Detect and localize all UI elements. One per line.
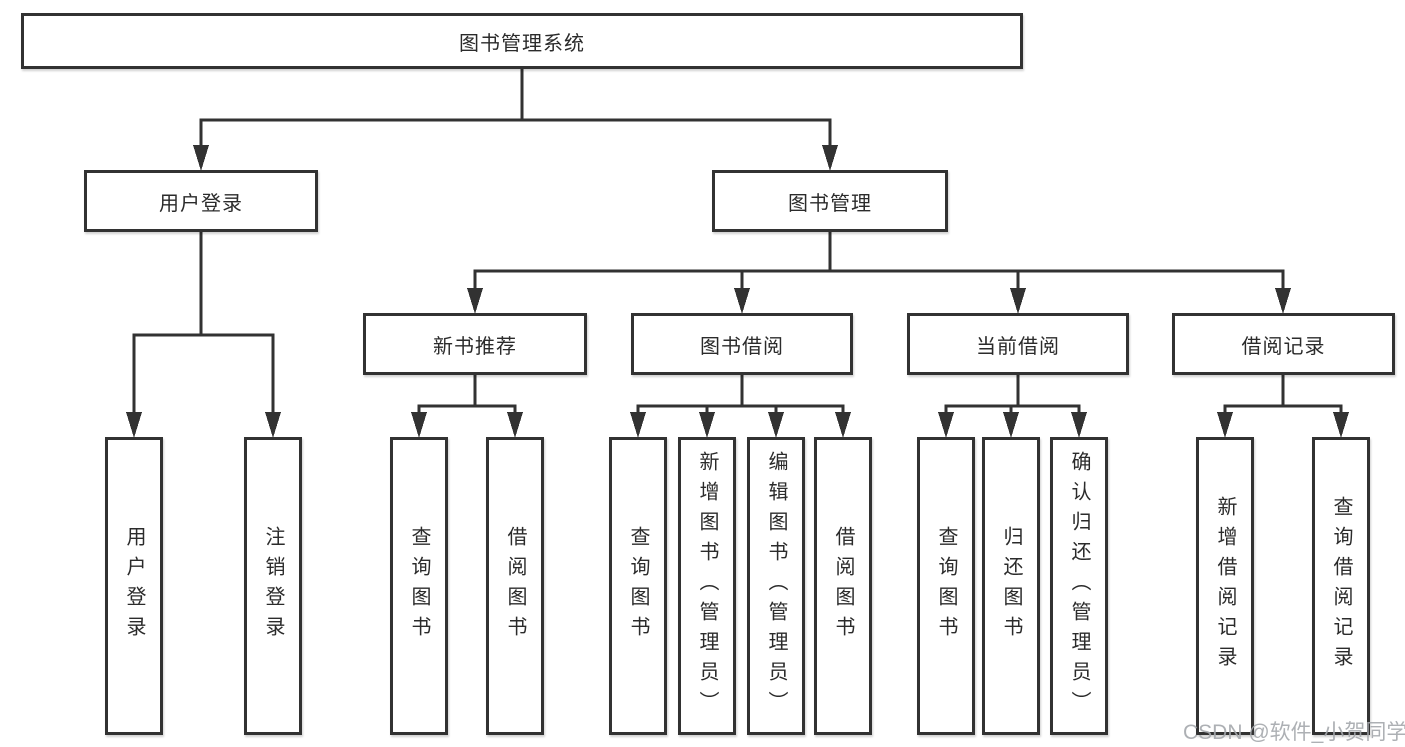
node-add-borrow-record: 新增借阅记录 xyxy=(1196,437,1254,735)
node-label: 用户登录 xyxy=(159,192,243,215)
node-current-borrow: 当前借阅 xyxy=(907,313,1129,375)
arrow-down-icon xyxy=(1275,288,1291,314)
arrow-down-icon xyxy=(938,412,954,438)
node-label: 查询图书 xyxy=(408,526,430,646)
arrow-down-icon xyxy=(822,145,838,171)
arrow-down-icon xyxy=(467,288,483,314)
node-query-book-recommend: 查询图书 xyxy=(390,437,448,735)
node-query-book-borrow: 查询图书 xyxy=(609,437,667,735)
node-label: 图书借阅 xyxy=(700,335,784,358)
node-label: 借阅记录 xyxy=(1241,335,1326,358)
node-label: 查询借阅记录 xyxy=(1330,496,1352,676)
arrow-down-icon xyxy=(835,412,851,438)
node-confirm-return-admin: 确认归还（管理员） xyxy=(1050,437,1108,735)
node-label: 新增图书（管理员） xyxy=(696,451,718,721)
arrow-down-icon xyxy=(699,412,715,438)
arrow-down-icon xyxy=(411,412,427,438)
arrow-down-icon xyxy=(126,412,142,438)
node-user-login: 用户登录 xyxy=(105,437,163,735)
node-edit-book-admin: 编辑图书（管理员） xyxy=(747,437,805,735)
node-label: 查询图书 xyxy=(935,526,957,646)
node-new-book-recommend: 新书推荐 xyxy=(363,313,587,375)
node-label: 图书管理 xyxy=(788,192,872,215)
node-label: 确认归还（管理员） xyxy=(1068,451,1090,721)
node-return-book: 归还图书 xyxy=(982,437,1040,735)
arrow-down-icon xyxy=(768,412,784,438)
csdn-watermark: CSDN @软件_小贺同学 xyxy=(1183,721,1405,744)
node-borrow-book: 借阅图书 xyxy=(814,437,872,735)
arrow-down-icon xyxy=(265,412,281,438)
arrow-down-icon xyxy=(734,288,750,314)
arrow-down-icon xyxy=(1010,288,1026,314)
arrow-down-icon xyxy=(630,412,646,438)
arrow-down-icon xyxy=(507,412,523,438)
arrow-down-icon xyxy=(1003,412,1019,438)
node-label: 当前借阅 xyxy=(976,335,1060,358)
node-label: 编辑图书（管理员） xyxy=(765,451,787,721)
arrow-down-icon xyxy=(1071,412,1087,438)
node-label: 新增借阅记录 xyxy=(1214,496,1236,676)
node-borrow-record: 借阅记录 xyxy=(1172,313,1395,375)
node-label: 新书推荐 xyxy=(433,335,517,358)
node-logout: 注销登录 xyxy=(244,437,302,735)
node-label: 查询图书 xyxy=(627,526,649,646)
node-query-book-current: 查询图书 xyxy=(917,437,975,735)
node-add-book-admin: 新增图书（管理员） xyxy=(678,437,736,735)
node-label: 借阅图书 xyxy=(832,526,854,646)
arrow-down-icon xyxy=(1217,412,1233,438)
node-label: 归还图书 xyxy=(1000,526,1022,646)
node-book-management-group: 图书管理 xyxy=(712,170,948,232)
node-label: 注销登录 xyxy=(262,526,284,646)
node-library-management-system: 图书管理系统 xyxy=(21,13,1023,69)
node-label: 用户登录 xyxy=(123,526,145,646)
node-query-borrow-record: 查询借阅记录 xyxy=(1312,437,1370,735)
arrow-down-icon xyxy=(193,145,209,171)
node-user-login-group: 用户登录 xyxy=(84,170,318,232)
node-book-borrow: 图书借阅 xyxy=(631,313,853,375)
node-borrow-book-recommend: 借阅图书 xyxy=(486,437,544,735)
node-label: 借阅图书 xyxy=(504,526,526,646)
node-label: 图书管理系统 xyxy=(459,32,585,55)
arrow-down-icon xyxy=(1333,412,1349,438)
